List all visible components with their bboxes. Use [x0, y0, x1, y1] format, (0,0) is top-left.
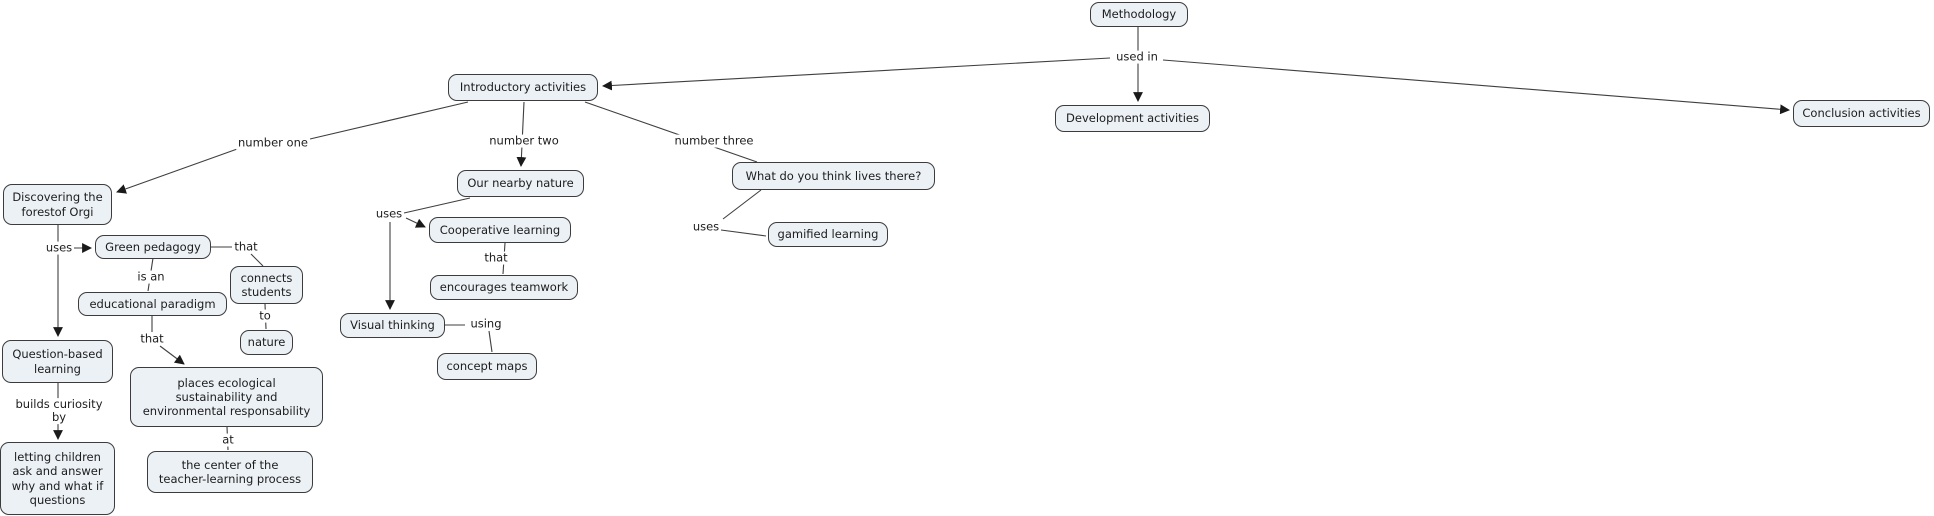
node-concept-maps[interactable]: concept maps	[437, 353, 537, 380]
node-what-do-you-think[interactable]: What do you think lives there?	[732, 162, 935, 190]
edge-label-uses-discovering[interactable]: uses	[43, 240, 75, 255]
node-educational-paradigm[interactable]: educational paradigm	[78, 292, 227, 316]
edge-label-number-three[interactable]: number three	[672, 133, 756, 148]
node-development-activities[interactable]: Development activities	[1055, 105, 1210, 132]
edge-label-number-one[interactable]: number one	[236, 135, 310, 150]
edge-label-that-places[interactable]: that	[138, 331, 166, 346]
node-gamified-learning[interactable]: gamified learning	[768, 222, 888, 247]
edge-label-is-an[interactable]: is an	[135, 269, 167, 284]
edge-nearby-cooperative	[403, 197, 471, 228]
node-encourages-teamwork[interactable]: encourages teamwork	[430, 275, 578, 300]
edge-label-number-two[interactable]: number two	[487, 133, 561, 148]
node-discovering-forest[interactable]: Discovering the forestof Orgi	[3, 184, 112, 225]
node-places-ecological[interactable]: places ecological sustainability and env…	[130, 367, 323, 427]
node-visual-thinking[interactable]: Visual thinking	[340, 313, 445, 338]
edge-introductory-whatdoyou	[584, 101, 758, 163]
edge-label-that-teamwork[interactable]: that	[482, 250, 510, 265]
node-conclusion-activities[interactable]: Conclusion activities	[1793, 100, 1930, 127]
node-connects-students[interactable]: connects students	[230, 266, 303, 304]
edge-educational-places	[151, 316, 185, 365]
edge-methodology-introductory	[602, 57, 1111, 91]
edge-green-connects	[211, 246, 264, 267]
edge-introductory-nearby	[516, 101, 527, 167]
edge-label-used-in[interactable]: used in	[1114, 49, 1160, 64]
node-letting-children[interactable]: letting children ask and answer why and …	[0, 442, 115, 515]
node-cooperative-learning[interactable]: Cooperative learning	[429, 217, 571, 243]
node-center-teacher-learning[interactable]: the center of the teacher-learning proce…	[147, 451, 313, 493]
edge-label-at-center[interactable]: at	[220, 432, 236, 447]
edge-label-to-nature[interactable]: to	[257, 308, 273, 323]
edge-visual-conceptmaps	[445, 324, 493, 353]
edge-label-using-maps[interactable]: using	[468, 316, 504, 331]
edge-label-uses-nearby[interactable]: uses	[373, 206, 405, 221]
edge-introductory-discovering	[116, 101, 469, 194]
edge-label-that-connects[interactable]: that	[232, 239, 260, 254]
node-nature[interactable]: nature	[240, 330, 293, 355]
edge-methodology-conclusion	[1162, 59, 1790, 115]
node-introductory-activities[interactable]: Introductory activities	[448, 74, 598, 101]
node-methodology[interactable]: Methodology	[1090, 2, 1188, 27]
node-our-nearby-nature[interactable]: Our nearby nature	[457, 170, 584, 197]
edge-label-builds-curiosity-by[interactable]: builds curiosity by	[13, 397, 105, 424]
edge-whatdoyou-gamified	[720, 189, 767, 237]
node-question-based-learning[interactable]: Question-based learning	[2, 340, 113, 383]
node-green-pedagogy[interactable]: Green pedagogy	[95, 235, 211, 259]
edge-label-uses-gamified[interactable]: uses	[690, 219, 722, 234]
